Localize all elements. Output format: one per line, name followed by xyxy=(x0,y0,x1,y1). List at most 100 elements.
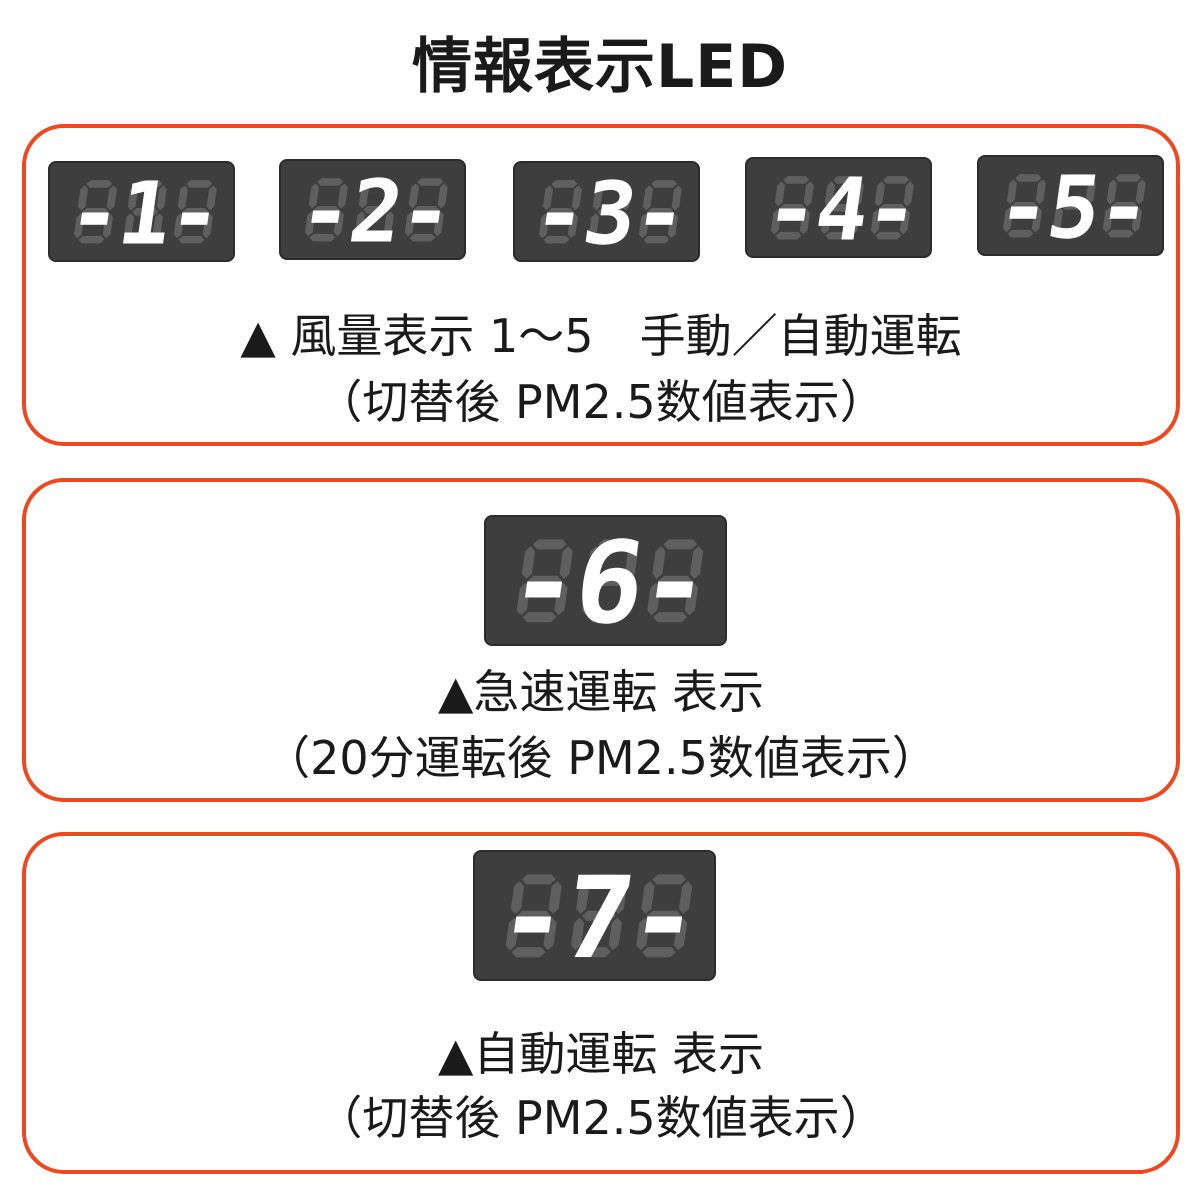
caption-line-1: ▲急速運転 表示 xyxy=(438,665,764,719)
segment-f-off xyxy=(824,181,835,207)
led-digit-ghost xyxy=(1002,173,1046,238)
segment-d-off xyxy=(359,233,386,242)
segment-b-off xyxy=(1035,179,1046,205)
seven-segment-readout: -3- xyxy=(530,173,684,251)
led-digit-ghost xyxy=(354,177,398,242)
segment-a-off xyxy=(832,175,859,184)
segment-f-off xyxy=(1006,179,1017,205)
led-display-3: -3- xyxy=(513,161,700,262)
led-display-1: -1- xyxy=(48,161,235,262)
segment-a-off xyxy=(185,179,212,188)
segment-e-off xyxy=(516,582,531,616)
segment-g-off xyxy=(779,203,806,212)
seven-segment-readout: -1- xyxy=(65,173,219,251)
segment-f-off xyxy=(77,185,88,211)
led-display-6: -6- xyxy=(484,515,727,646)
segment-g-off xyxy=(647,910,682,921)
segment-e-off xyxy=(820,208,831,234)
led-digit-ghost xyxy=(505,874,562,957)
segment-e-off xyxy=(571,917,585,951)
led-readout-text: -6- xyxy=(505,530,706,632)
segment-d-off xyxy=(593,235,620,244)
segment-b-off xyxy=(671,185,682,211)
segment-d-off xyxy=(522,611,557,622)
segment-f-off xyxy=(774,181,785,207)
segment-c-off xyxy=(608,917,622,951)
seven-segment-readout: -7- xyxy=(494,865,695,967)
segment-f-off xyxy=(652,545,666,579)
segment-a-off xyxy=(317,177,343,186)
seven-segment-readout: -5- xyxy=(994,167,1148,245)
segment-d-off xyxy=(1057,229,1084,238)
segment-g-off xyxy=(829,203,855,212)
segment-g-off xyxy=(313,205,340,214)
segment-d-off xyxy=(511,946,546,957)
caption-line-1: ▲自動運転 表示 xyxy=(438,1027,764,1081)
segment-d-off xyxy=(1107,229,1134,238)
led-digit-ghost xyxy=(636,874,693,957)
segment-g-off xyxy=(516,910,551,921)
segment-b-off xyxy=(437,183,448,209)
segment-e-off xyxy=(73,212,84,238)
segment-a-off xyxy=(1114,173,1141,182)
segment-f-off xyxy=(641,880,655,914)
led-display-7: -7- xyxy=(473,850,716,981)
caption-line-2: （切替後 PM2.5数値表示） xyxy=(316,375,886,429)
segment-g-off xyxy=(658,575,693,586)
segment-g-off xyxy=(413,205,439,214)
segment-f-off xyxy=(576,880,590,914)
led-digit-ghost xyxy=(173,179,217,244)
segment-g-off xyxy=(82,207,109,216)
led-digit-ghost xyxy=(647,539,704,622)
segment-c-off xyxy=(543,917,557,951)
segment-e-off xyxy=(354,210,365,236)
segment-g-off xyxy=(879,203,905,212)
segment-c-off xyxy=(673,917,688,951)
segment-f-off xyxy=(592,185,603,211)
segment-b-off xyxy=(621,185,632,211)
segment-c-off xyxy=(619,582,633,616)
led-readout-text: -3- xyxy=(530,173,684,251)
segment-c-off xyxy=(684,582,699,616)
segment-a-off xyxy=(663,539,698,550)
segment-b-off xyxy=(624,545,639,579)
segment-d-off xyxy=(642,946,677,957)
led-digit-ghost xyxy=(638,179,682,244)
section-auto: -7- ▲自動運転 表示 （切替後 PM2.5数値表示） xyxy=(22,832,1180,1174)
segment-d-off xyxy=(825,231,852,240)
section-turbo: -6- ▲急速運転 表示 （20分運転後 PM2.5数値表示） xyxy=(22,478,1180,802)
segment-c-off xyxy=(799,208,810,234)
led-digit-ghost xyxy=(516,539,573,622)
segment-g-off xyxy=(527,575,562,586)
segment-c-off xyxy=(1081,206,1092,232)
segment-f-off xyxy=(642,185,653,211)
caption-line-2: （切替後 PM2.5数値表示） xyxy=(316,1091,886,1145)
segment-f-off xyxy=(1106,179,1117,205)
segment-b-off xyxy=(156,185,167,211)
led-digit-ghost xyxy=(123,179,167,244)
segment-b-off xyxy=(613,880,628,914)
segment-c-off xyxy=(202,212,213,238)
segment-d-off xyxy=(309,233,336,242)
segment-d-off xyxy=(875,231,902,240)
segment-e-off xyxy=(1102,206,1113,232)
segment-a-off xyxy=(598,539,633,550)
segment-e-off xyxy=(505,917,520,951)
segment-a-off xyxy=(86,179,112,188)
segment-e-off xyxy=(1002,206,1013,232)
segment-b-off xyxy=(853,181,864,207)
segment-e-off xyxy=(404,210,415,236)
segment-c-off xyxy=(567,212,578,238)
led-readout-text: -1- xyxy=(65,173,219,251)
segment-c-off xyxy=(152,212,163,238)
segment-a-off xyxy=(650,179,677,188)
segment-b-off xyxy=(690,545,704,579)
segment-g-off xyxy=(593,575,628,586)
page-title: 情報表示LED xyxy=(411,32,789,102)
section-fan-speed: -1- -2- -3- -4- -5- ▲ 風量表示 1〜5 手動／自動運転 （… xyxy=(22,124,1180,446)
segment-g-off xyxy=(547,207,574,216)
segment-c-off xyxy=(849,208,860,234)
segment-f-off xyxy=(408,183,419,209)
segment-a-off xyxy=(600,179,627,188)
led-digit-ghost xyxy=(571,874,628,957)
